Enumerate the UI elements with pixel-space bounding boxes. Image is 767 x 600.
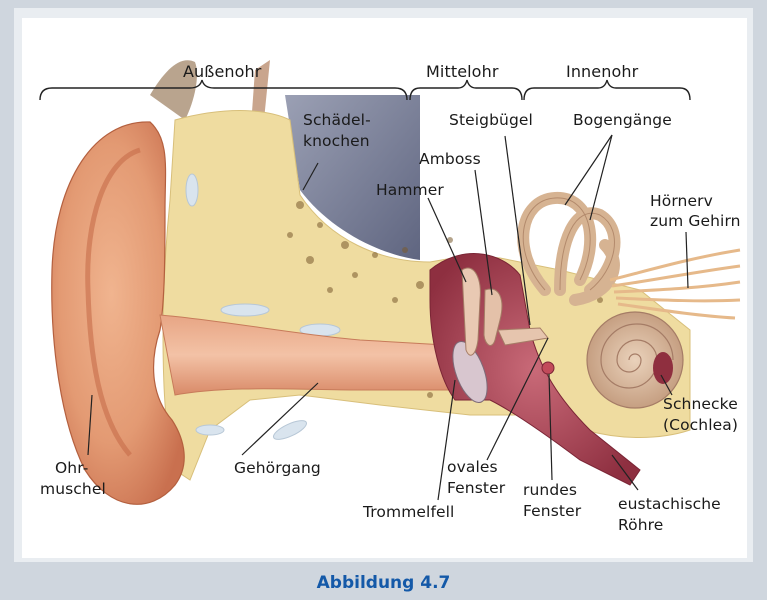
label-inner-ear: Innenohr xyxy=(566,62,638,81)
round-window xyxy=(542,362,554,374)
label-oval-window-2: Fenster xyxy=(447,479,505,498)
label-eardrum: Trommelfell xyxy=(363,503,454,522)
label-hammer: Hammer xyxy=(376,181,444,200)
label-eustachian-tube-2: Röhre xyxy=(618,516,663,535)
label-round-window-1: rundes xyxy=(523,481,577,500)
label-oval-window-1: ovales xyxy=(447,458,498,477)
label-eustachian-tube-1: eustachische xyxy=(618,495,721,514)
label-skull-2: knochen xyxy=(303,132,370,151)
label-middle-ear: Mittelohr xyxy=(426,62,499,81)
label-round-window-2: Fenster xyxy=(523,502,581,521)
label-skull-1: Schädel- xyxy=(303,111,371,130)
label-nerve-1: Hörnerv xyxy=(650,192,713,211)
label-outer-ear: Außenohr xyxy=(183,62,261,81)
label-stapes: Steigbügel xyxy=(449,111,533,130)
label-semicircular-canals: Bogengänge xyxy=(573,111,672,130)
label-cochlea-2: (Cochlea) xyxy=(663,416,738,435)
label-anvil: Amboss xyxy=(419,150,481,169)
label-auricle-1: Ohr- xyxy=(55,459,88,478)
figure-caption: Abbildung 4.7 xyxy=(0,573,767,593)
label-nerve-2: zum Gehirn xyxy=(650,212,741,231)
label-auricle-2: muschel xyxy=(40,480,106,499)
label-cochlea-1: Schnecke xyxy=(663,395,738,414)
label-ear-canal: Gehörgang xyxy=(234,459,321,478)
